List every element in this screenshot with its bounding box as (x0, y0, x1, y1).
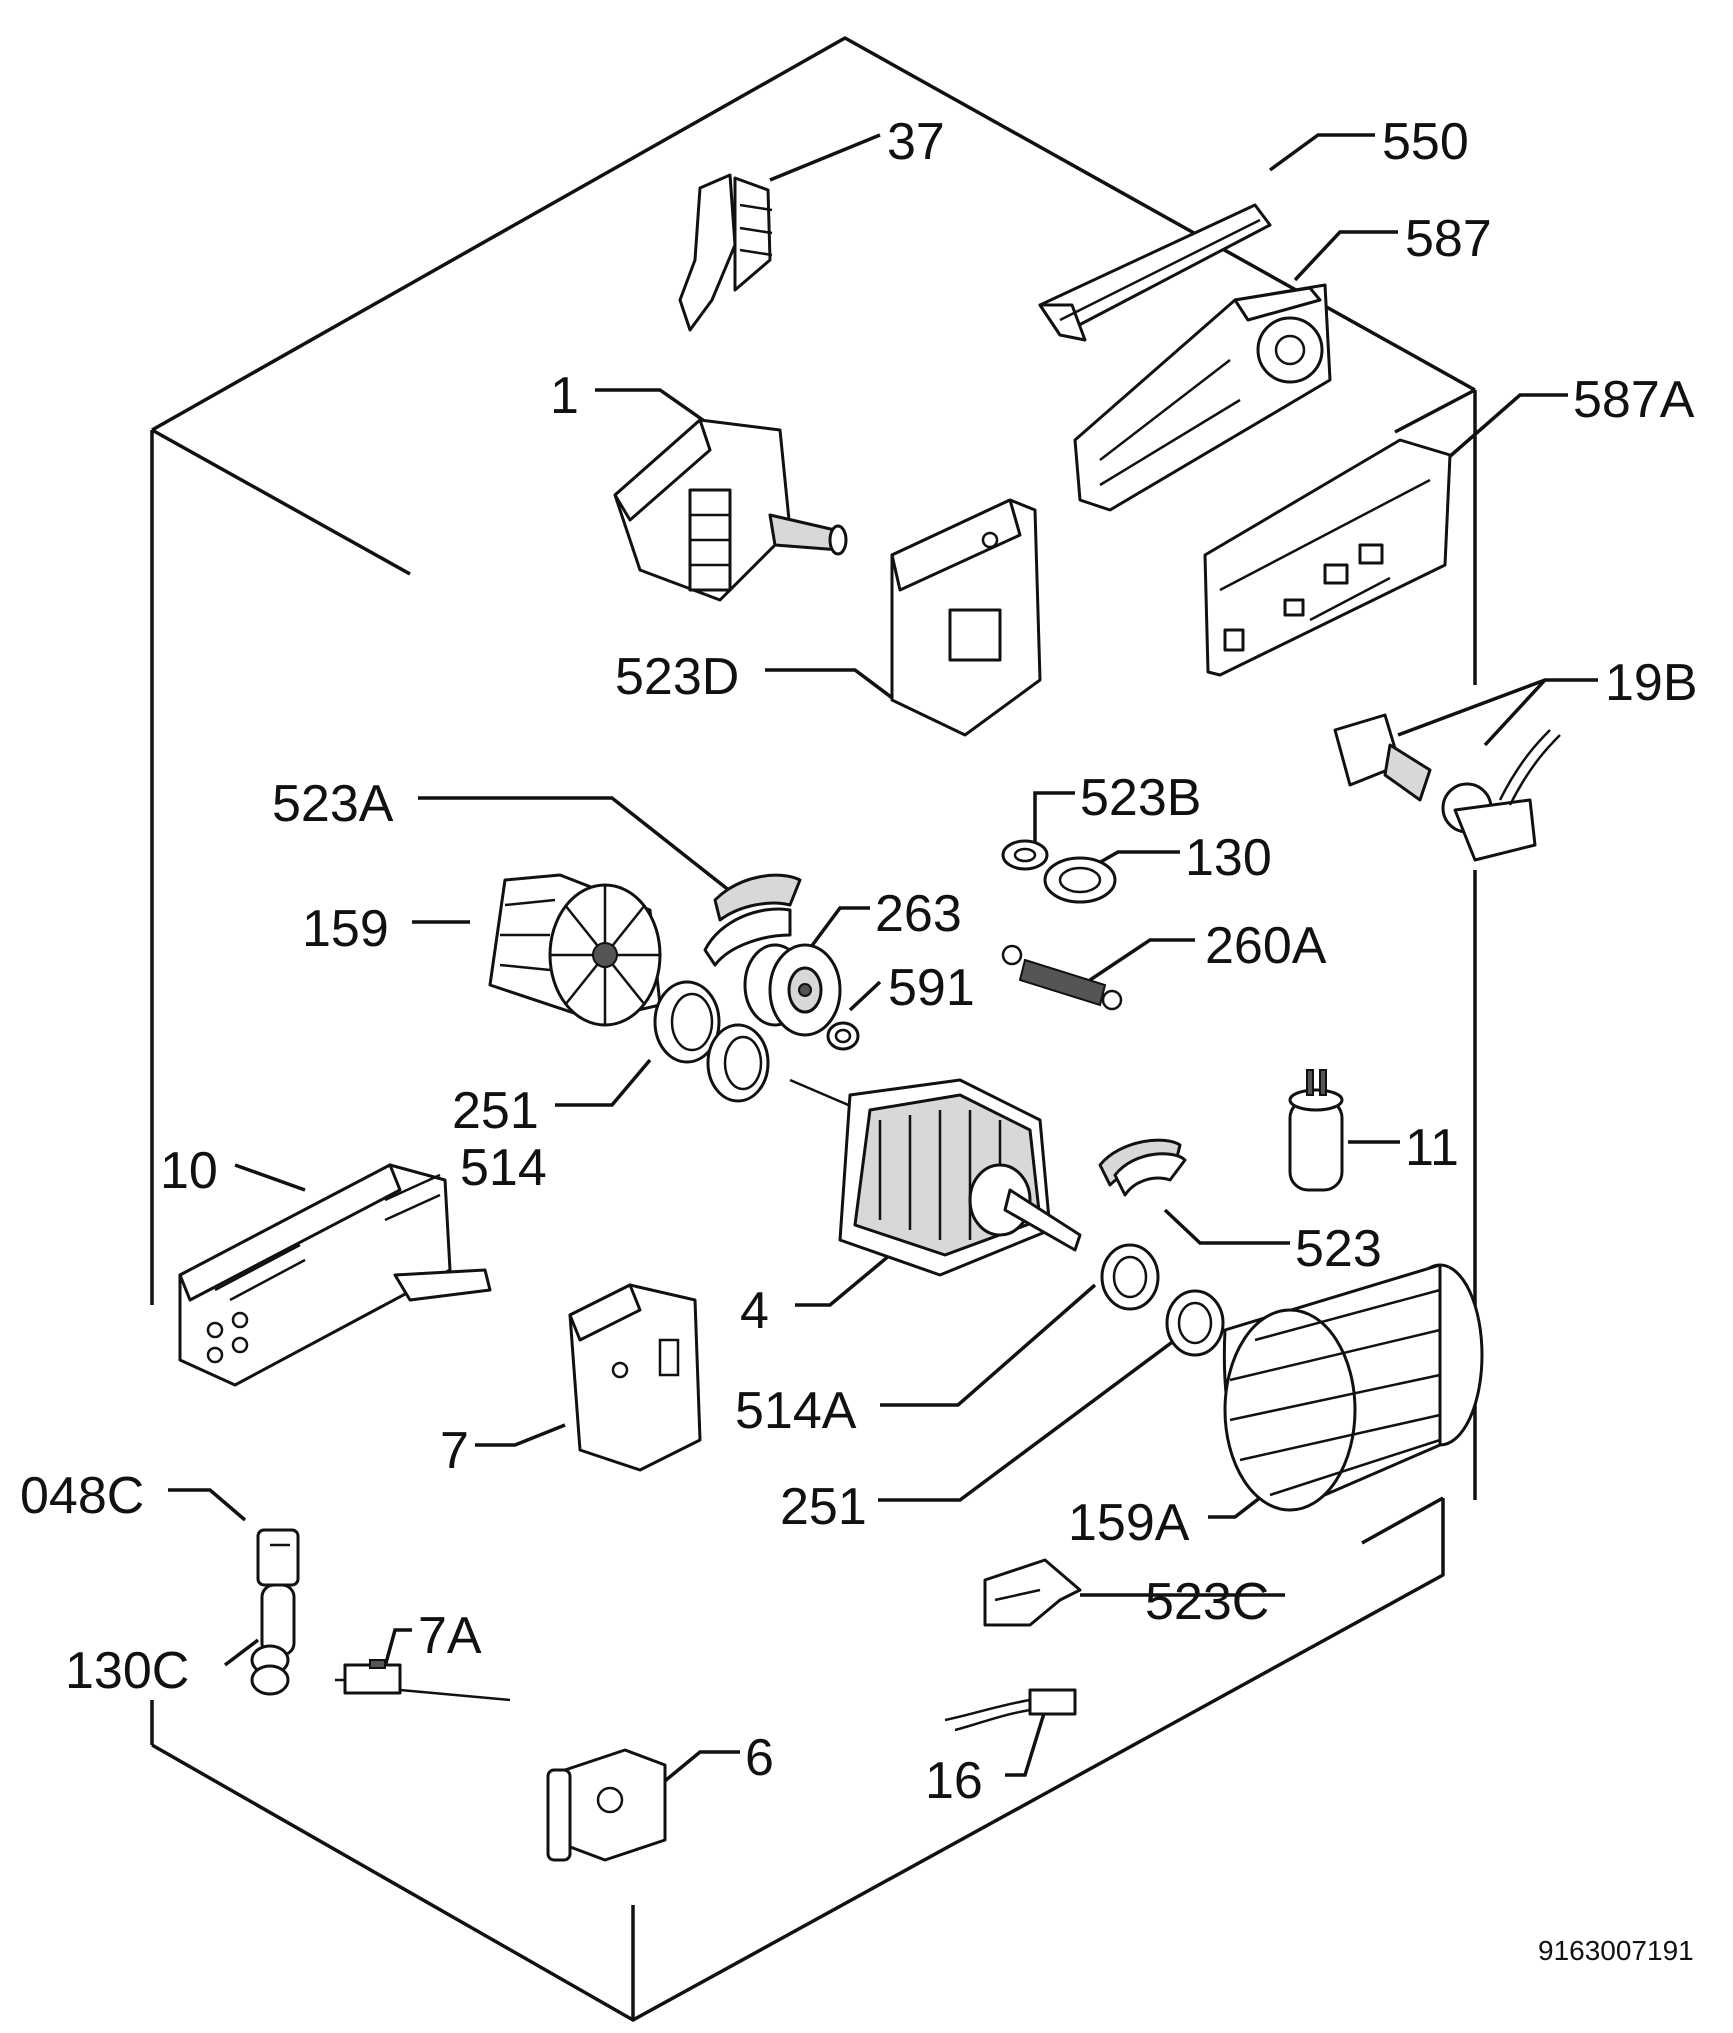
part-label-7A: 7A (418, 1607, 482, 1665)
part-159A-fan-wheel (1222, 1263, 1484, 1512)
part-label-1: 1 (550, 367, 579, 425)
part-label-159A: 159A (1068, 1494, 1190, 1552)
part-1-selector-switch (613, 418, 848, 602)
part-048C-sensor (256, 1528, 300, 1657)
part-label-591: 591 (888, 959, 975, 1017)
part-37-bracket (678, 173, 773, 332)
part-130C-gasket (250, 1644, 290, 1696)
part-label-130: 130 (1185, 829, 1272, 887)
part-11-capacitor (1288, 1069, 1344, 1192)
part-label-6: 6 (745, 1729, 774, 1787)
part-label-4: 4 (740, 1282, 769, 1340)
part-label-587A: 587A (1573, 371, 1695, 429)
part-label-523: 523 (1295, 1220, 1382, 1278)
part-label-523B: 523B (1080, 769, 1201, 827)
part-4-motor (789, 1078, 1082, 1277)
part-587-control-module (1073, 283, 1332, 512)
part-260A-spring (1001, 944, 1123, 1011)
part-159-drum-fan (488, 873, 662, 1027)
part-label-159: 159 (302, 900, 389, 958)
document-number: 9163007191 (1538, 1935, 1694, 1966)
part-587A-circuit-board (1203, 438, 1452, 677)
part-label-130C: 130C (65, 1642, 189, 1700)
part-label-523C: 523C (1145, 1573, 1269, 1631)
part-7-door-lock (568, 1283, 702, 1472)
part-19B-lamp (1333, 713, 1561, 862)
part-130-gasket (1043, 856, 1117, 904)
part-550-cover (1038, 203, 1272, 342)
part-7A-switch (335, 1659, 511, 1702)
part-label-10: 10 (160, 1142, 218, 1200)
part-label-514: 514 (460, 1139, 547, 1197)
part-591-washer (826, 1021, 860, 1051)
part-label-11: 11 (1405, 1119, 1459, 1177)
part-251-bearing-upper (653, 980, 721, 1064)
part-label-523D: 523D (615, 648, 739, 706)
part-label-550: 550 (1382, 113, 1469, 171)
part-251-bearing-lower (1165, 1289, 1225, 1357)
part-label-37: 37 (887, 113, 945, 171)
part-label-251-upper: 251 (452, 1082, 539, 1140)
part-label-048C: 048C (20, 1467, 144, 1525)
part-523C-clip (983, 1558, 1082, 1627)
part-523D-cover (890, 498, 1042, 737)
part-6-pump (546, 1748, 667, 1862)
part-label-260A: 260A (1205, 917, 1327, 975)
part-label-7: 7 (440, 1422, 469, 1480)
part-label-19B: 19B (1605, 654, 1698, 712)
part-16-switch (944, 1688, 1077, 1732)
part-523-bearing-clip (1098, 1138, 1187, 1197)
part-label-523A: 523A (272, 775, 394, 833)
part-514-bearing (706, 1023, 770, 1103)
part-label-263: 263 (875, 885, 962, 943)
part-10-heater (178, 1163, 492, 1387)
cabinet-outline (150, 36, 1477, 2022)
part-523A-bearing-clip (703, 873, 802, 967)
part-label-251-lower: 251 (780, 1478, 867, 1536)
part-523B-retainer (1001, 839, 1049, 871)
part-label-587: 587 (1405, 210, 1492, 268)
part-label-16: 16 (925, 1752, 983, 1810)
part-263-pulley (743, 943, 842, 1037)
part-labels: 37 550 587 587A 1 523D 19B 523A 523B 130… (20, 113, 1698, 1966)
leader-lines (168, 133, 1598, 1787)
part-label-514A: 514A (735, 1382, 857, 1440)
part-514A-bearing (1100, 1243, 1160, 1311)
